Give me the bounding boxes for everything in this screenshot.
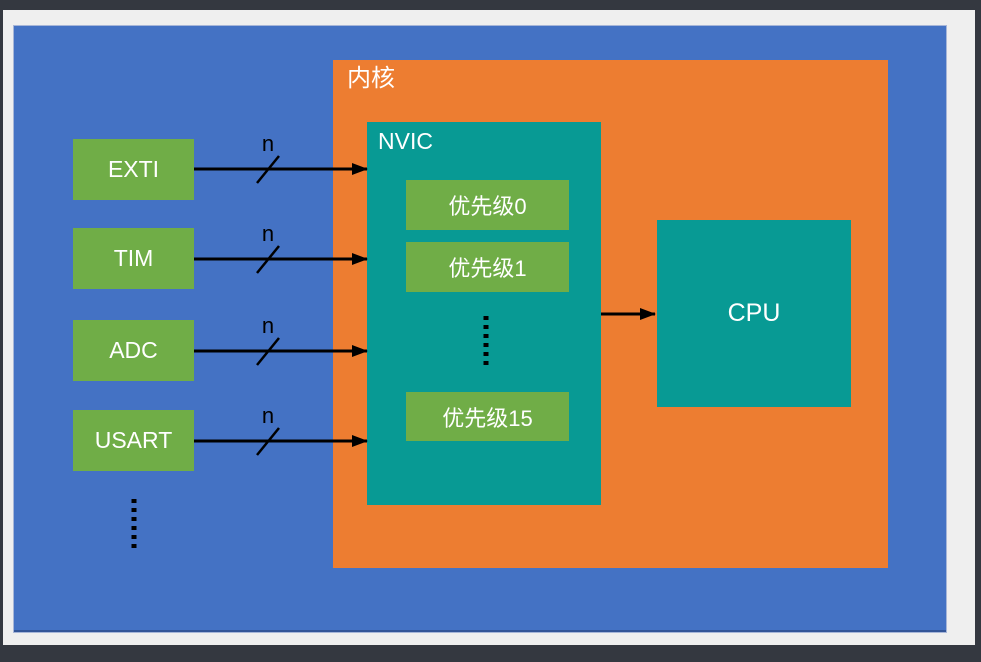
peripheral-adc-box: ADC: [73, 320, 194, 381]
priority-0-box: 优先级0: [406, 180, 569, 230]
kernel-label: 内核: [347, 65, 395, 92]
nvic-label: NVIC: [378, 128, 433, 154]
bus-width-label-tim: n: [261, 221, 275, 246]
priority-15-box: 优先级15: [406, 392, 569, 441]
peripheral-usart-box: USART: [73, 410, 194, 471]
bus-width-label-usart: n: [261, 403, 275, 428]
bus-width-label-adc: n: [261, 313, 275, 338]
priority-1-box: 优先级1: [406, 242, 569, 292]
peripheral-exti-box: EXTI: [73, 139, 194, 200]
bus-width-label-exti: n: [261, 131, 275, 156]
peripheral-tim-box: TIM: [73, 228, 194, 289]
cpu-box: CPU: [657, 220, 851, 407]
